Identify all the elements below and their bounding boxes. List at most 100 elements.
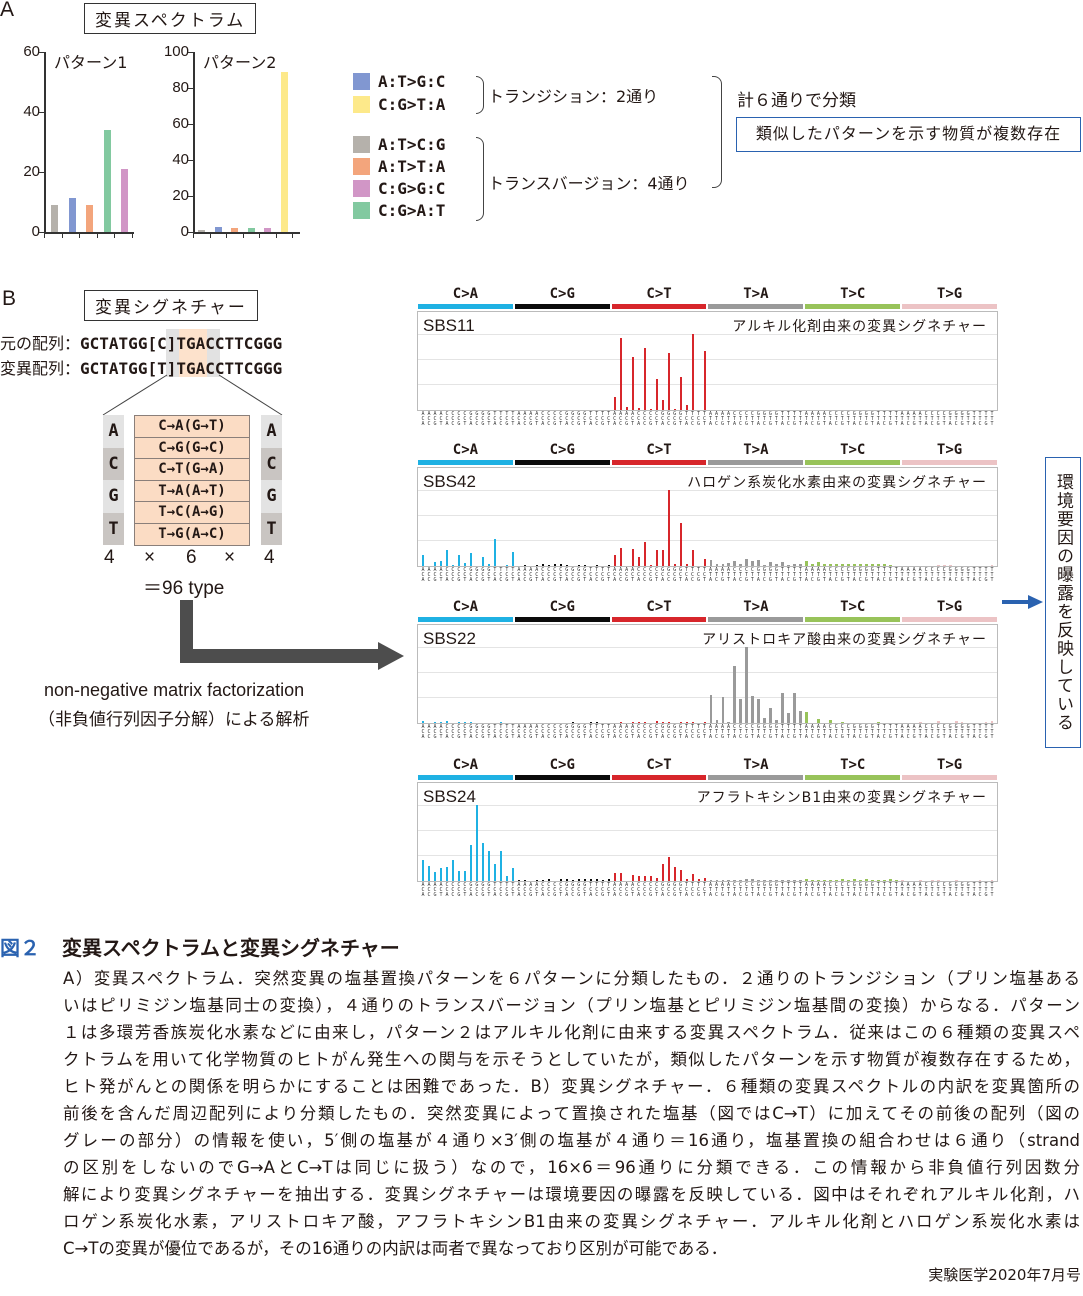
context-label: ACC — [427, 882, 431, 898]
context-label: ACA — [517, 567, 521, 583]
context-label: ATC — [714, 411, 718, 427]
category-t-to-a: T>A — [708, 443, 804, 465]
signature-bar — [769, 707, 772, 723]
context-label: GCT — [679, 882, 683, 898]
category-c-to-t: C>T — [611, 286, 707, 309]
signature-bar — [577, 879, 581, 881]
signature-bar — [691, 334, 694, 410]
signature-bar — [595, 565, 599, 566]
category-t-to-c: T>C — [805, 287, 901, 309]
context-label: ATT — [726, 724, 730, 740]
zoom-lines — [102, 374, 283, 416]
mut-seq-label: 変異配列： — [0, 359, 81, 378]
caption-line: グレーの部分）の情報を使い，5′側の塩基が４通り×3′側の塩基が４通り＝16通り… — [63, 1131, 1080, 1150]
context-label: GCC — [667, 882, 671, 898]
signature-bar — [571, 880, 575, 881]
signature-bar — [505, 565, 509, 566]
context-label: ACG — [529, 567, 533, 583]
context-label: GCC — [475, 882, 479, 898]
category-c-to-g: C>G — [514, 758, 610, 780]
signature-bar — [439, 868, 443, 881]
context-label: GCA — [565, 567, 569, 583]
signature-bar — [715, 880, 718, 881]
context-label: CCT — [559, 724, 563, 740]
context-label: TCA — [493, 411, 497, 427]
context-label: CTA — [924, 567, 928, 583]
x-tick — [96, 232, 98, 238]
context-label: TTG — [792, 411, 796, 427]
signature-bar — [787, 880, 790, 881]
context-label: CCC — [547, 411, 551, 427]
signature-bar — [865, 564, 868, 566]
context-label: TTC — [978, 724, 982, 740]
context-label: ATG — [912, 882, 916, 898]
signature-bar — [691, 722, 694, 723]
context-label: TTT — [894, 882, 898, 898]
signature-bar — [541, 563, 545, 566]
signature-bar — [445, 866, 449, 881]
context-label: CTT — [846, 567, 850, 583]
signature-bar — [481, 556, 485, 566]
y-tick-label: 20 — [172, 187, 189, 204]
signature-bar — [763, 717, 766, 723]
context-label: TCT — [511, 882, 515, 898]
right-arrow-icon — [1002, 595, 1043, 609]
signature-bar — [835, 564, 838, 566]
y-tick-label: 20 — [23, 163, 40, 180]
signature-bar — [631, 356, 635, 410]
gridline — [418, 697, 997, 698]
context-label: ACG — [433, 567, 437, 583]
context-label: TTT — [990, 411, 994, 427]
formula-result: ＝96 type — [143, 578, 225, 599]
context-label: ATG — [720, 882, 724, 898]
signature-bar — [583, 879, 587, 881]
substitution: T→G(A→C) — [158, 525, 226, 542]
context-label: TCG — [697, 724, 701, 740]
nmf-line2: （非負値行列因子分解）による解析 — [38, 710, 310, 730]
caption-line: ヒト発がんとの関係を明らかにすることは困難であった．B）変異シグネチャー．６種類… — [63, 1077, 1080, 1096]
signature-bar — [703, 351, 706, 410]
context-label: CTA — [924, 411, 928, 427]
context-label: CCC — [643, 724, 647, 740]
formula-term: 4 — [264, 547, 275, 568]
context-label: CTA — [732, 882, 736, 898]
category-label: T>G — [936, 442, 963, 458]
context-label: TCC — [499, 882, 503, 898]
context-label: CCG — [457, 411, 461, 427]
context-label: GTG — [768, 724, 772, 740]
context-label: CCA — [445, 882, 449, 898]
context-label: TCC — [595, 882, 599, 898]
context-label: GTT — [966, 411, 970, 427]
category-color-bar — [902, 304, 997, 309]
signature-bar — [463, 871, 467, 881]
context-label: TTT — [990, 724, 994, 740]
signature-bar — [757, 880, 760, 881]
context-label: ACC — [619, 567, 623, 583]
category-label: C>T — [646, 286, 672, 302]
signature-bar — [733, 560, 736, 566]
y-tick — [39, 232, 44, 233]
context-label: ACG — [433, 411, 437, 427]
context-label: TTG — [888, 724, 892, 740]
context-label: GCT — [583, 724, 587, 740]
spectrum-bar — [214, 226, 222, 232]
spectrum-bar — [86, 205, 93, 232]
context-label: CCA — [445, 411, 449, 427]
context-label: ACG — [625, 411, 629, 427]
context-label: GTG — [960, 882, 964, 898]
context-label: CCT — [655, 567, 659, 583]
context-label: GTA — [852, 882, 856, 898]
signature-bar — [793, 880, 796, 881]
category-t-to-a: T>A — [708, 600, 804, 622]
context-label: GTG — [864, 411, 868, 427]
category-color-bar — [611, 460, 707, 465]
context-label: CTT — [750, 882, 754, 898]
signature-bar — [589, 722, 593, 723]
context-label: CCG — [457, 724, 461, 740]
signature-bar — [457, 555, 461, 566]
context-label: CTC — [930, 411, 934, 427]
signature-bar — [643, 722, 647, 723]
signature-bar — [661, 400, 664, 410]
signature-bar — [619, 337, 623, 410]
context-label: CCG — [457, 567, 461, 583]
